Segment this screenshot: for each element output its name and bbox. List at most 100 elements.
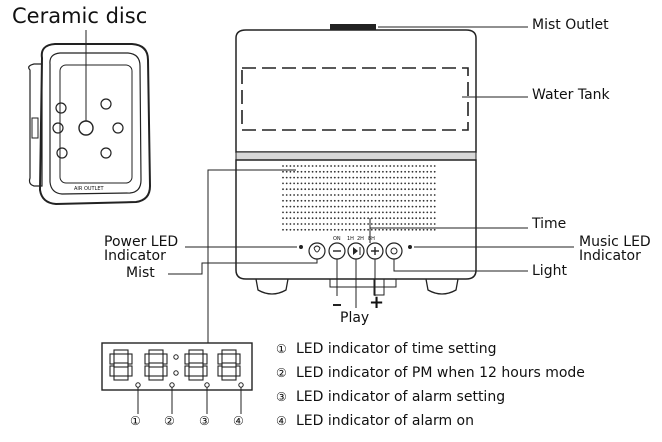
grille-dot xyxy=(374,211,377,214)
grille-dot xyxy=(308,223,310,225)
grille-dot xyxy=(319,165,321,167)
grille-dot xyxy=(356,170,358,173)
grille-dot xyxy=(433,194,436,196)
grille-dot xyxy=(296,182,299,185)
grille-dot xyxy=(385,199,388,202)
grille-dot xyxy=(389,170,392,173)
grille-dot xyxy=(422,217,425,220)
grille-dot xyxy=(345,217,347,220)
grille-dot xyxy=(282,211,284,214)
grille-dot xyxy=(389,211,392,214)
grille-dot xyxy=(426,199,429,202)
grille-dot xyxy=(296,188,299,191)
grille-dot xyxy=(430,188,432,191)
grille-dot xyxy=(308,182,310,185)
grille-dot xyxy=(400,223,403,225)
grille-dot xyxy=(282,170,284,173)
digit-segment xyxy=(188,375,204,381)
grille-dot xyxy=(326,199,329,202)
grille-dot xyxy=(348,223,351,225)
grille-dot xyxy=(333,165,336,167)
grille-dot xyxy=(289,176,292,179)
grille-dot xyxy=(359,199,362,202)
grille-dot xyxy=(404,205,406,208)
grille-dot xyxy=(422,223,425,225)
grille-dot xyxy=(293,176,295,179)
digit-segment xyxy=(217,365,223,377)
grille-dot xyxy=(311,223,314,225)
grille-dot xyxy=(370,165,373,167)
grille-dot xyxy=(300,199,303,202)
grille-dot xyxy=(378,228,381,231)
legend-item-1: LED indicator of time setting xyxy=(296,341,497,357)
grille-dot xyxy=(330,223,332,225)
label-plus: + xyxy=(369,292,385,313)
grille-dot xyxy=(337,194,340,196)
grille-dot xyxy=(396,182,399,185)
grille-dot xyxy=(433,182,436,185)
grille-dot xyxy=(396,205,399,208)
grille-dot xyxy=(422,182,425,185)
grille-dot xyxy=(326,170,329,173)
digit-segment xyxy=(148,349,164,355)
grille-dot xyxy=(319,211,321,214)
grille-dot xyxy=(289,199,292,202)
grille-dot xyxy=(359,182,362,185)
grille-dot xyxy=(333,199,336,202)
digit-segment xyxy=(202,365,208,377)
grille-dot xyxy=(296,223,299,225)
grille-dot xyxy=(304,217,307,220)
grille-dot xyxy=(300,223,303,225)
grille-dot xyxy=(308,199,310,202)
grille-dot xyxy=(404,165,406,167)
grille-dot xyxy=(341,223,344,225)
grille-dot xyxy=(322,217,325,220)
grille-dot xyxy=(304,211,307,214)
grille-dot xyxy=(293,211,295,214)
grille-dot xyxy=(304,194,307,196)
grille-dot xyxy=(363,217,366,220)
grille-dot xyxy=(367,217,369,220)
grille-dot xyxy=(378,176,381,179)
grille-dot xyxy=(407,228,410,231)
grille-dot xyxy=(404,170,406,173)
grille-dot xyxy=(352,217,355,220)
grille-dot xyxy=(308,205,310,208)
grille-dot xyxy=(419,211,421,214)
grille-dot xyxy=(385,188,388,191)
label-light: Light xyxy=(532,263,567,279)
tiny-label-8h: 8H xyxy=(368,236,375,242)
digit-segment xyxy=(221,362,237,368)
digit-segment xyxy=(162,365,168,377)
grille-dot xyxy=(345,199,347,202)
grille-dot xyxy=(367,182,369,185)
grille-dot xyxy=(322,211,325,214)
seven-segment-digits xyxy=(109,349,241,381)
grille-dot xyxy=(356,194,358,196)
grille-dot xyxy=(345,182,347,185)
grille-dot xyxy=(433,188,436,191)
grille-dot xyxy=(315,170,318,173)
grille-dot xyxy=(385,165,388,167)
grille-dot xyxy=(359,217,362,220)
grille-dot xyxy=(426,182,429,185)
grille-dot xyxy=(359,223,362,225)
grille-dot xyxy=(385,205,388,208)
grille-dot xyxy=(389,205,392,208)
grille-dot xyxy=(352,211,355,214)
grille-dot xyxy=(289,165,292,167)
grille-dot xyxy=(289,205,292,208)
grille-dot xyxy=(304,188,307,191)
grille-dot xyxy=(433,217,436,220)
grille-dot xyxy=(285,165,288,167)
digit-segment xyxy=(113,349,129,355)
grille-dot xyxy=(400,188,403,191)
indicator-leaders xyxy=(137,387,242,414)
grille-dot xyxy=(378,205,381,208)
grille-dot xyxy=(415,205,418,208)
grille-dot xyxy=(370,176,373,179)
grille-dot xyxy=(322,165,325,167)
grille-dot xyxy=(385,211,388,214)
grille-dot xyxy=(326,176,329,179)
grille-dot xyxy=(285,217,288,220)
